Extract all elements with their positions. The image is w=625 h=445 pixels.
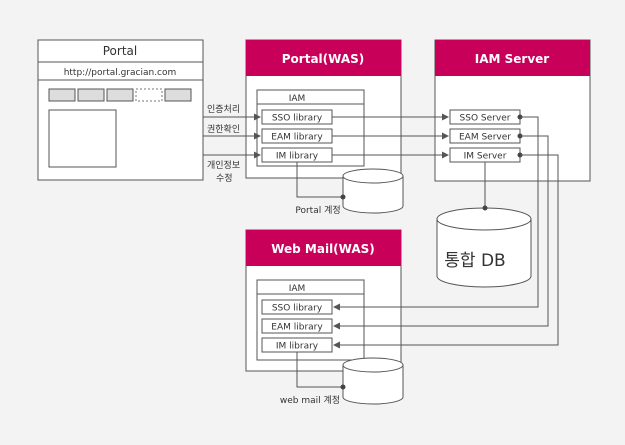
webmail-eam-library: EAM library (271, 323, 323, 333)
portal-was-iam-label: IAM (289, 94, 306, 104)
flow-label-profile: 개인정보 (207, 160, 240, 171)
webmail-sso-library: SSO library (272, 304, 323, 314)
connection-lines (203, 113, 559, 390)
webmail-im-library: IM library (276, 342, 319, 352)
flow-label-authz: 권한확인 (207, 123, 240, 135)
portal-was-box: Portal(WAS) IAM SSO library EAM library … (245, 39, 402, 179)
portal-menu-item (48, 88, 76, 102)
portal-was-title: Portal(WAS) (282, 52, 365, 66)
portal-eam-library: EAM library (271, 133, 323, 143)
integrated-db-label: 통합 DB (444, 251, 505, 271)
webmail-was-title: Web Mail(WAS) (271, 242, 375, 256)
portal-im-library: IM library (276, 152, 319, 162)
integrated-db: 통합 DB (436, 207, 532, 288)
webmail-db-label: web mail 계정 (280, 394, 340, 406)
portal-content-panel (48, 109, 117, 168)
iam-server-box: IAM Server SSO Server EAM Server IM Serv… (434, 39, 591, 182)
portal-account-db: Portal 계정 (295, 168, 404, 216)
iam-server-title: IAM Server (475, 52, 550, 66)
flow-label-auth: 인증처리 (207, 103, 240, 115)
webmail-was-iam-label: IAM (289, 284, 306, 294)
portal-url: http://portal.gracian.com (64, 68, 177, 78)
portal-menu-item (106, 88, 134, 102)
portal-menu-item (164, 88, 192, 102)
webmail-was-box: Web Mail(WAS) IAM SSO library EAM librar… (245, 229, 402, 372)
portal-sso-library: SSO library (272, 114, 323, 124)
portal-title: Portal (103, 44, 137, 58)
portal-window: Portal http://portal.gracian.com (37, 39, 204, 181)
portal-menu-item-placeholder (135, 88, 163, 102)
im-server: IM Server (464, 152, 507, 162)
portal-menu-item (77, 88, 105, 102)
sso-server: SSO Server (460, 114, 511, 124)
flow-label-profile-2: 수정 (216, 173, 233, 184)
eam-server: EAM Server (459, 133, 511, 143)
webmail-account-db: web mail 계정 (280, 357, 404, 406)
portal-db-label: Portal 계정 (295, 204, 340, 216)
